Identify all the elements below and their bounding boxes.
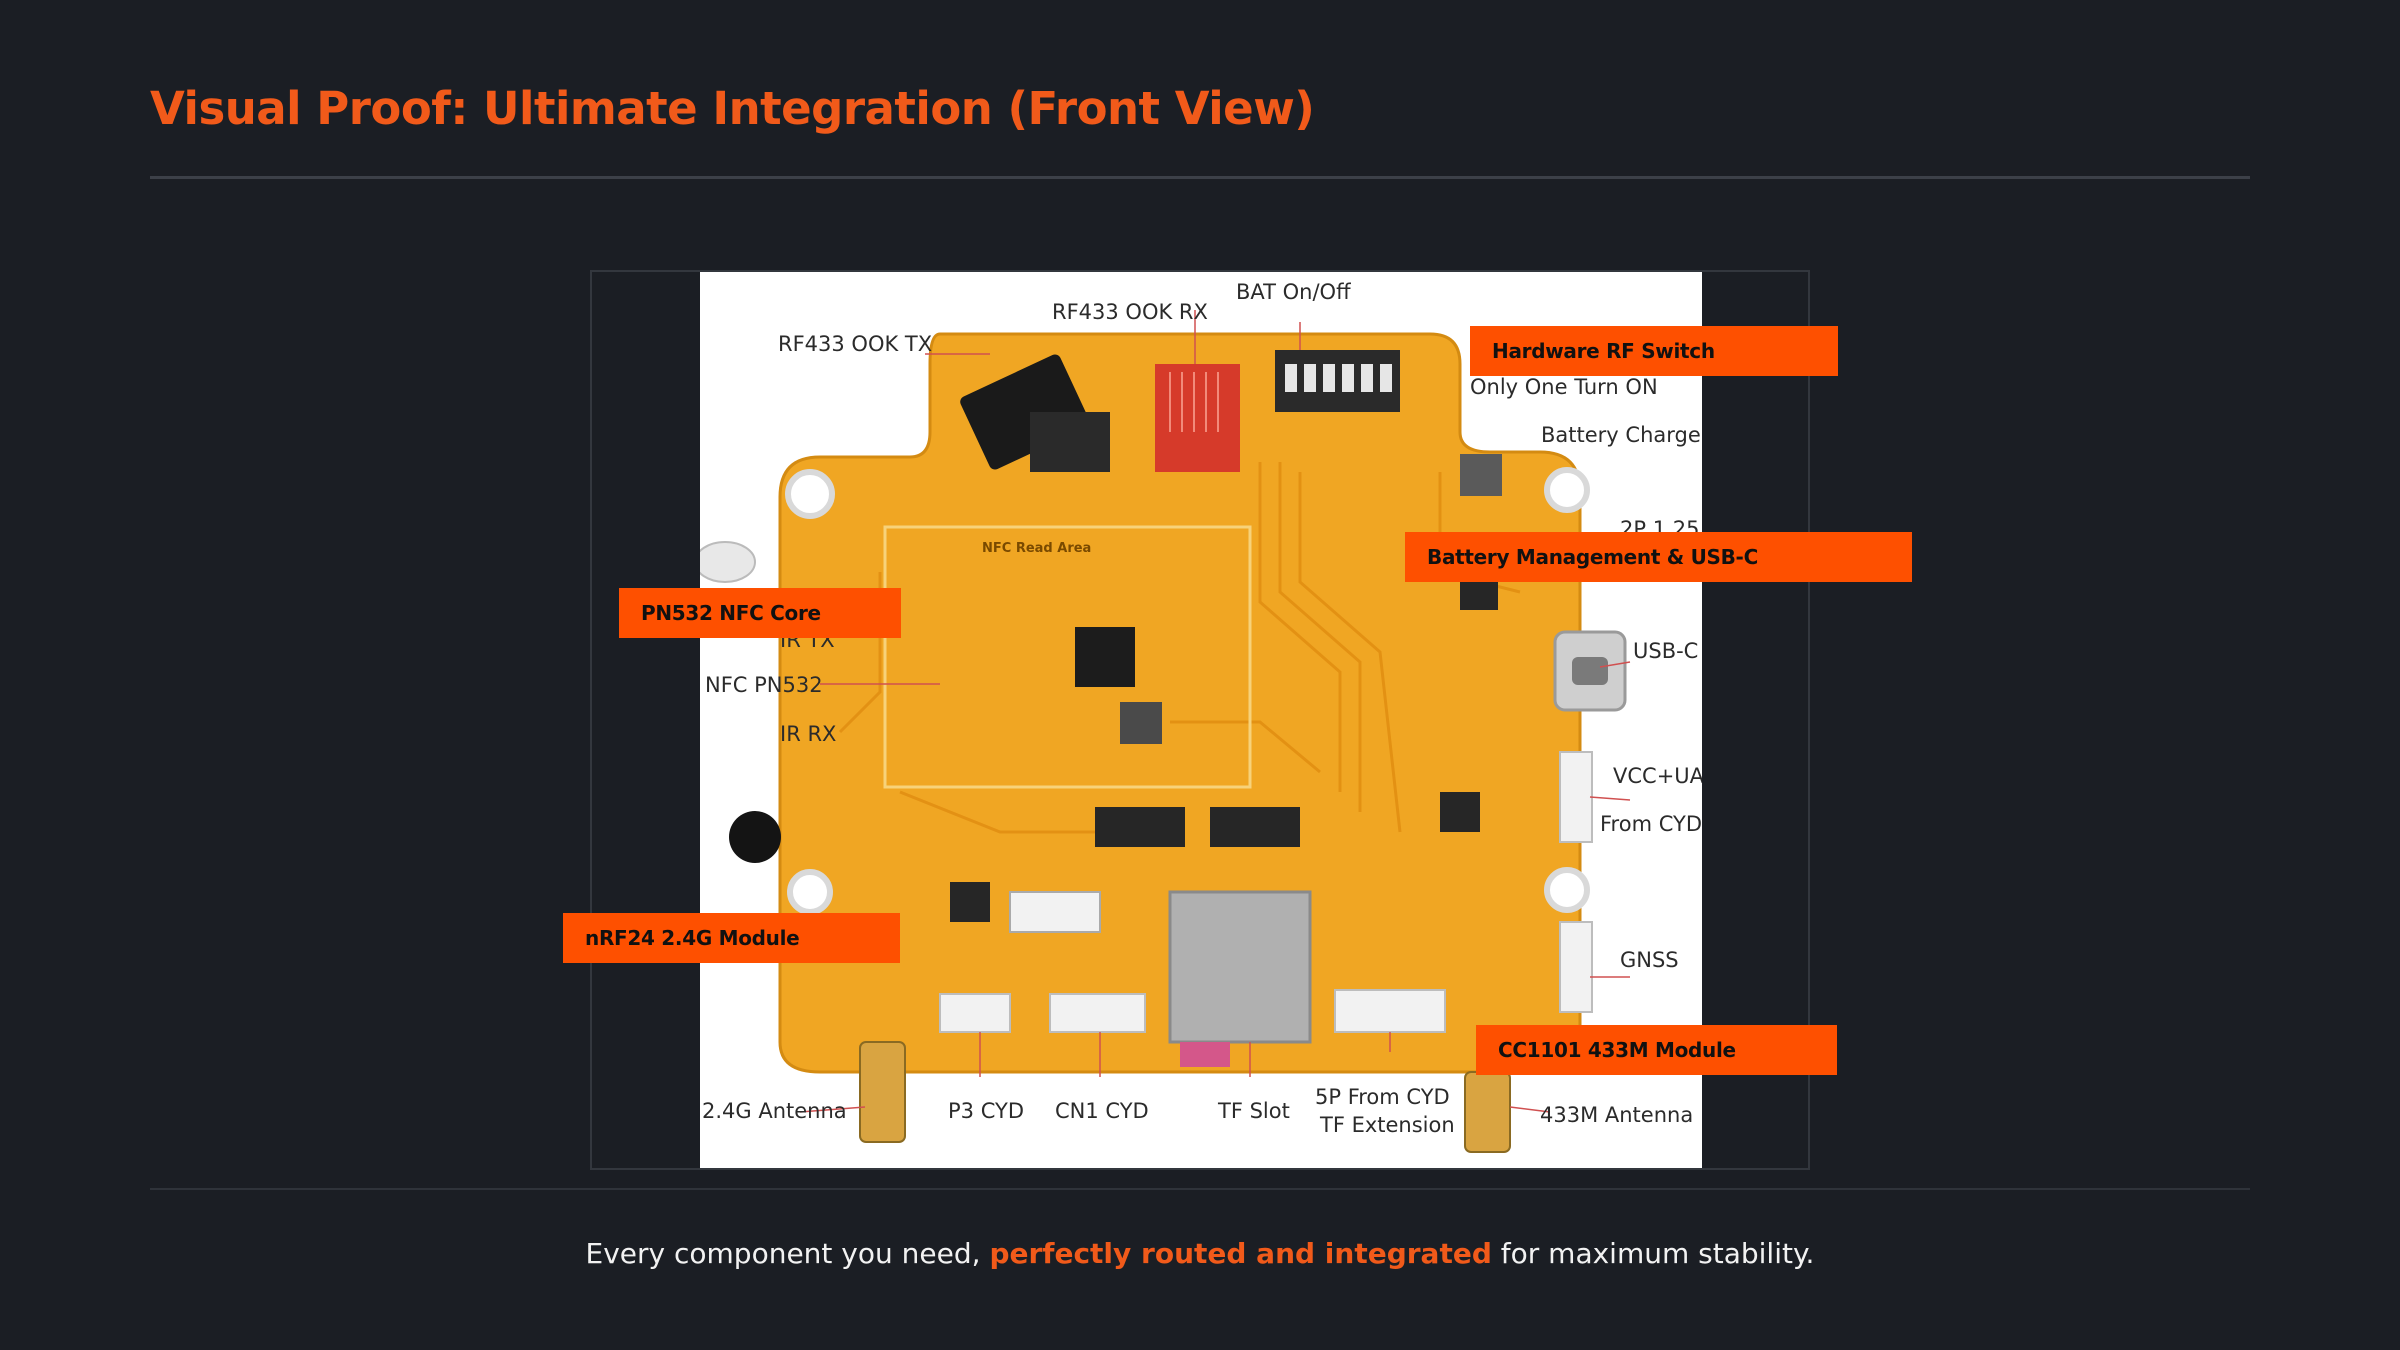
board-photo: NFC Read Area xyxy=(700,272,1702,1168)
pcb-illustration: NFC Read Area xyxy=(700,280,1702,1153)
tf-slot xyxy=(1168,890,1312,1044)
callout-pn532: PN532 NFC Core xyxy=(619,588,901,638)
slide-title: Visual Proof: Ultimate Integration (Fron… xyxy=(150,82,1315,135)
label-tf-ext-1: 5P From CYD xyxy=(1315,1085,1450,1109)
label-antenna-24: 2.4G Antenna xyxy=(702,1099,847,1123)
label-rf433-tx: RF433 OOK TX xyxy=(778,332,932,356)
label-from-cyd: From CYD xyxy=(1600,812,1702,836)
callout-cc1101: CC1101 433M Module xyxy=(1476,1025,1837,1075)
label-tf-slot: TF Slot xyxy=(1217,1099,1290,1123)
nfc-area-label: NFC Read Area xyxy=(982,541,1091,556)
nfc-read-area xyxy=(883,525,1252,789)
callout-battery-mgmt: Battery Management & USB-C xyxy=(1405,532,1912,582)
rf433-rx-module xyxy=(1155,364,1240,472)
label-only-one: Only One Turn ON xyxy=(1470,375,1658,399)
label-p3-cyd: P3 CYD xyxy=(948,1099,1024,1123)
label-vcc-uart: VCC+UART xyxy=(1613,764,1702,788)
caption-text-end: for maximum stability. xyxy=(1491,1237,1815,1270)
slide-caption: Every component you need, perfectly rout… xyxy=(0,1237,2400,1270)
label-bat-onoff: BAT On/Off xyxy=(1236,280,1351,304)
caption-highlight: perfectly routed and integrated xyxy=(989,1237,1492,1270)
label-cn1-cyd: CN1 CYD xyxy=(1055,1099,1149,1123)
label-tf-ext-2: TF Extension xyxy=(1319,1113,1455,1137)
label-antenna-433: 433M Antenna xyxy=(1540,1103,1693,1127)
title-divider xyxy=(150,176,2250,179)
rf433-tx-coil xyxy=(960,354,1110,472)
label-ir-rx: IR RX xyxy=(780,722,836,746)
label-usb-c: USB-C xyxy=(1633,639,1698,663)
label-rf433-rx: RF433 OOK RX xyxy=(1052,300,1208,324)
antenna-24g-connector xyxy=(859,1041,906,1143)
caption-text-start: Every component you need, xyxy=(585,1237,990,1270)
antenna-433-connector xyxy=(1464,1071,1511,1153)
callout-rf-switch: Hardware RF Switch xyxy=(1470,326,1838,376)
callout-nrf24: nRF24 2.4G Module xyxy=(563,913,900,963)
label-gnss: GNSS xyxy=(1620,948,1679,972)
label-nfc-pn532: NFC PN532 xyxy=(705,673,823,697)
caption-divider xyxy=(150,1188,2250,1190)
label-battery-charger: Battery Charger xyxy=(1541,423,1702,447)
